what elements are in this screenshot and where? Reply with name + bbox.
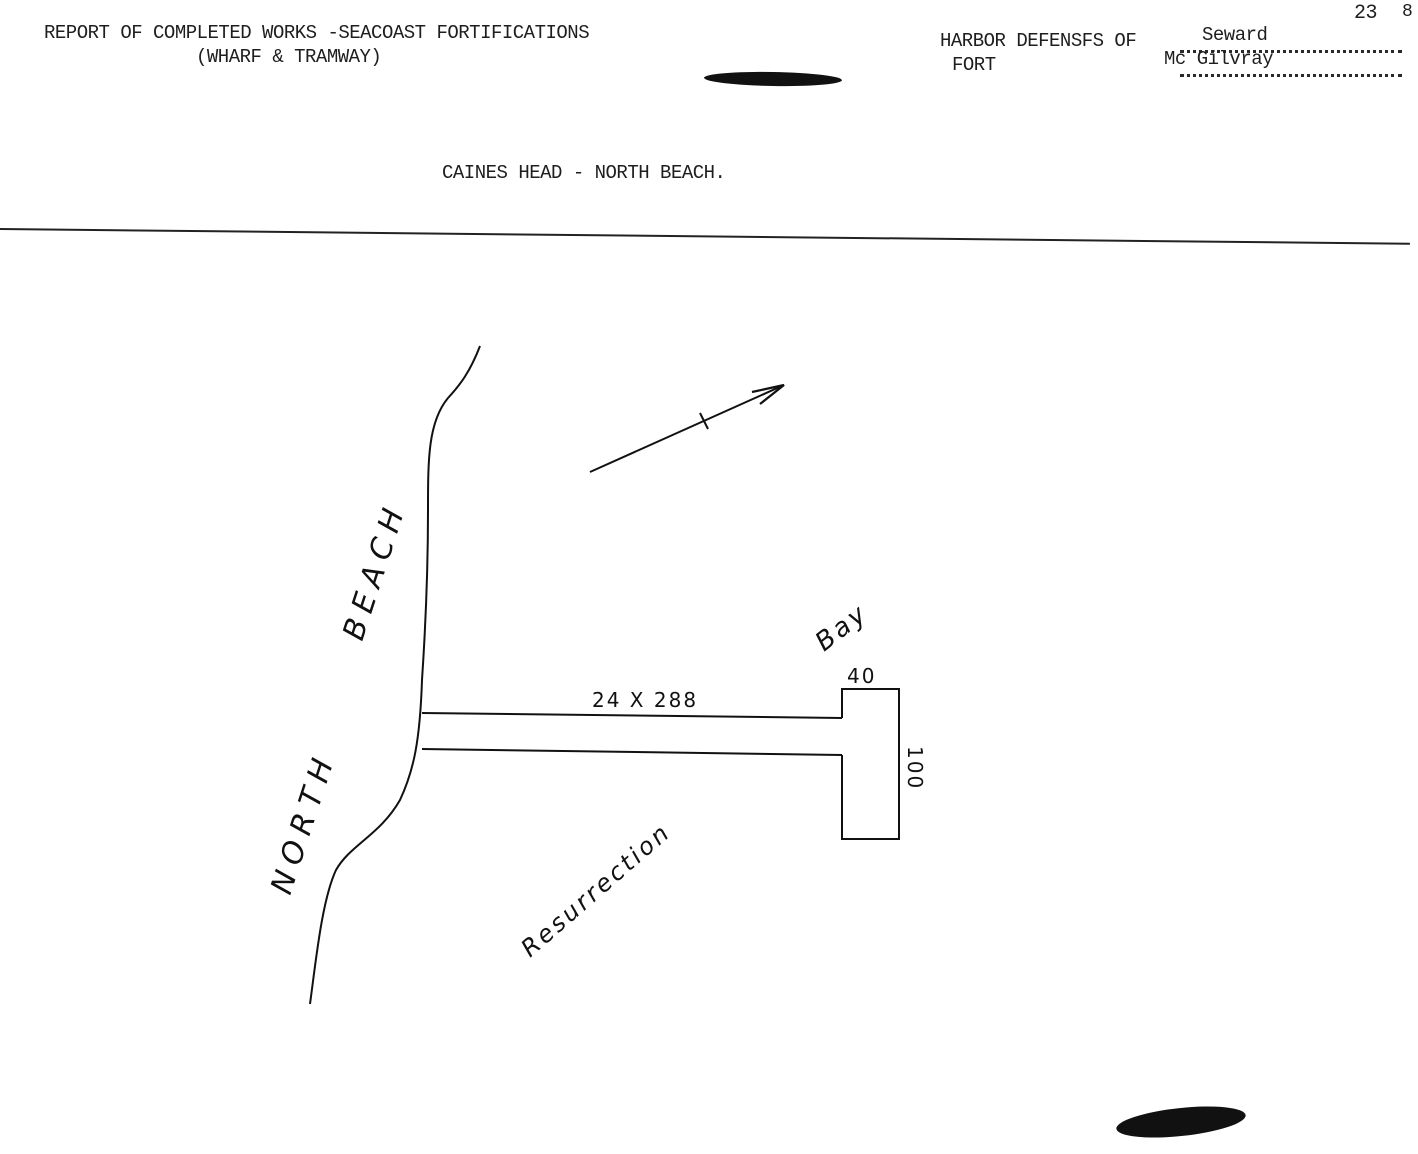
tramway-top-edge bbox=[421, 712, 843, 719]
fort-value: Mc Gilvray bbox=[1164, 48, 1274, 70]
harbor-defenses-label: HARBOR DEFENSFS OF bbox=[940, 30, 1137, 52]
bay-label: Bay bbox=[810, 598, 874, 657]
report-subtitle: (WHARF & TRAMWAY) bbox=[196, 46, 382, 68]
wharf-width-label: 40 bbox=[847, 664, 876, 688]
harbor-dotted-line bbox=[1180, 50, 1402, 53]
fort-dotted-line bbox=[1180, 74, 1402, 77]
tramway-bottom-edge bbox=[421, 748, 843, 756]
north-label: NORTH bbox=[264, 747, 343, 898]
harbor-defenses-value: Seward bbox=[1202, 24, 1268, 46]
north-arrow-icon bbox=[589, 383, 785, 473]
fort-label: FORT bbox=[952, 54, 996, 76]
page-number: 23 bbox=[1354, 2, 1378, 25]
beach-label: BEACH bbox=[336, 497, 414, 644]
shoreline bbox=[309, 345, 481, 1005]
resurrection-label: Resurrection bbox=[516, 818, 677, 963]
wharf-length-label: 100 bbox=[903, 746, 927, 790]
location-title: CAINES HEAD - NORTH BEACH. bbox=[442, 162, 726, 184]
tramway-dimension-label: 24 X 288 bbox=[592, 688, 698, 712]
report-title: REPORT OF COMPLETED WORKS -SEACOAST FORT… bbox=[44, 22, 590, 44]
page-number-suffix: 8 bbox=[1402, 2, 1413, 22]
wharf-head bbox=[841, 688, 900, 840]
